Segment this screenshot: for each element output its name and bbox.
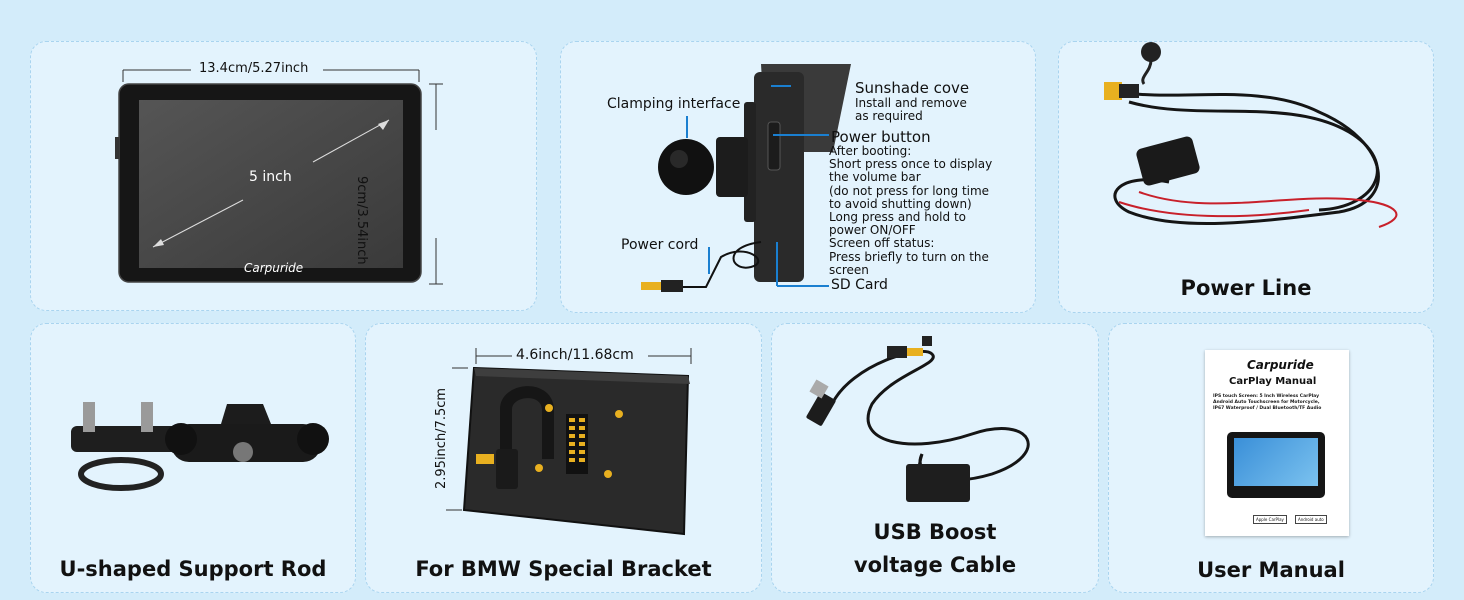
manual-desc-line: Android Auto Touchscreen for Motorcycle, <box>1213 400 1320 405</box>
display-diagram <box>115 69 443 285</box>
user-manual-card: Carpuride CarPlay Manual IPS touch Scree… <box>1108 323 1434 593</box>
sunshade-desc-1: Install and remove <box>855 96 967 110</box>
manual-desc-line: IP67 Waterproof / Dual Bluetooth/TF Audi… <box>1213 406 1322 411</box>
sunshade-title-label: Sunshade cove <box>855 79 970 97</box>
manual-desc-line: IPS touch Screen: 5 Inch Wireless CarPla… <box>1213 394 1320 399</box>
fuse-holder <box>1136 136 1200 186</box>
manual-brand-logo: Carpuride <box>1247 358 1314 372</box>
power-line-caption: Power Line <box>1180 276 1312 300</box>
usb-cable-caption-1: USB Boost <box>873 520 997 544</box>
display-diagonal-label: 5 inch <box>249 169 292 185</box>
display-width-label: 13.4cm/5.27inch <box>199 61 309 76</box>
power-cord-label: Power cord <box>621 237 699 253</box>
manual-title: CarPlay Manual <box>1229 376 1317 387</box>
side-view-diagram <box>641 64 851 292</box>
usb-cable-card: USB Boost voltage Cable <box>771 323 1099 593</box>
manual-badge-carplay: Apple CarPlay <box>1253 515 1287 524</box>
sunshade-desc-2: as required <box>855 109 923 123</box>
power-desc-line: After booting: <box>829 144 912 158</box>
power-desc-line: Long press and hold to <box>829 210 966 225</box>
manual-cover: Carpuride CarPlay Manual IPS touch Scree… <box>1205 350 1349 536</box>
power-desc-line: power ON/OFF <box>829 223 916 238</box>
power-button-description: After booting: Short press once to displ… <box>829 144 993 277</box>
display-brand-logo: Carpuride <box>244 261 304 275</box>
power-desc-line: Screen off status: <box>829 236 935 251</box>
manual-badge-android: Android auto <box>1295 515 1327 524</box>
display-height-label: 9cm/3.54inch <box>354 176 369 265</box>
power-desc-line: the volume bar <box>829 170 921 185</box>
display-dimensions-card: 13.4cm/5.27inch 9cm/3.54inch 5 inch Carp… <box>30 41 537 311</box>
power-line-image <box>1104 42 1398 228</box>
bmw-bracket-card: 4.6inch/11.68cm 2.95inch/7.5cm For BMW S… <box>365 323 762 593</box>
power-desc-line: Short press once to display <box>829 157 993 172</box>
side-view-card: Clamping interface Sunshade cove Install… <box>560 41 1036 313</box>
boost-module <box>906 464 970 502</box>
power-desc-line: (do not press for long time <box>829 183 990 198</box>
bracket-height-label: 2.95inch/7.5cm <box>434 387 449 489</box>
power-button-title-label: Power button <box>831 128 931 146</box>
power-line-card: Power Line <box>1058 41 1434 313</box>
manual-device-image <box>1227 432 1325 498</box>
clamping-interface-label: Clamping interface <box>607 96 741 112</box>
power-desc-line: Press briefly to turn on the <box>829 249 989 264</box>
power-desc-line: to avoid shutting down) <box>829 196 972 211</box>
support-rod-caption: U-shaped Support Rod <box>59 557 327 581</box>
bracket-width-label: 4.6inch/11.68cm <box>516 347 634 363</box>
bmw-bracket-image <box>446 348 692 536</box>
bmw-bracket-caption: For BMW Special Bracket <box>415 557 712 581</box>
support-rod-image <box>71 402 329 491</box>
sd-card-label: SD Card <box>831 277 888 293</box>
usb-cable-image <box>806 336 1030 502</box>
power-desc-line: screen <box>829 262 869 277</box>
user-manual-caption: User Manual <box>1197 558 1345 582</box>
support-rod-card: U-shaped Support Rod <box>30 323 356 593</box>
manual-description: IPS touch Screen: 5 Inch Wireless CarPla… <box>1213 394 1321 412</box>
usb-cable-caption-2: voltage Cable <box>853 553 1017 577</box>
